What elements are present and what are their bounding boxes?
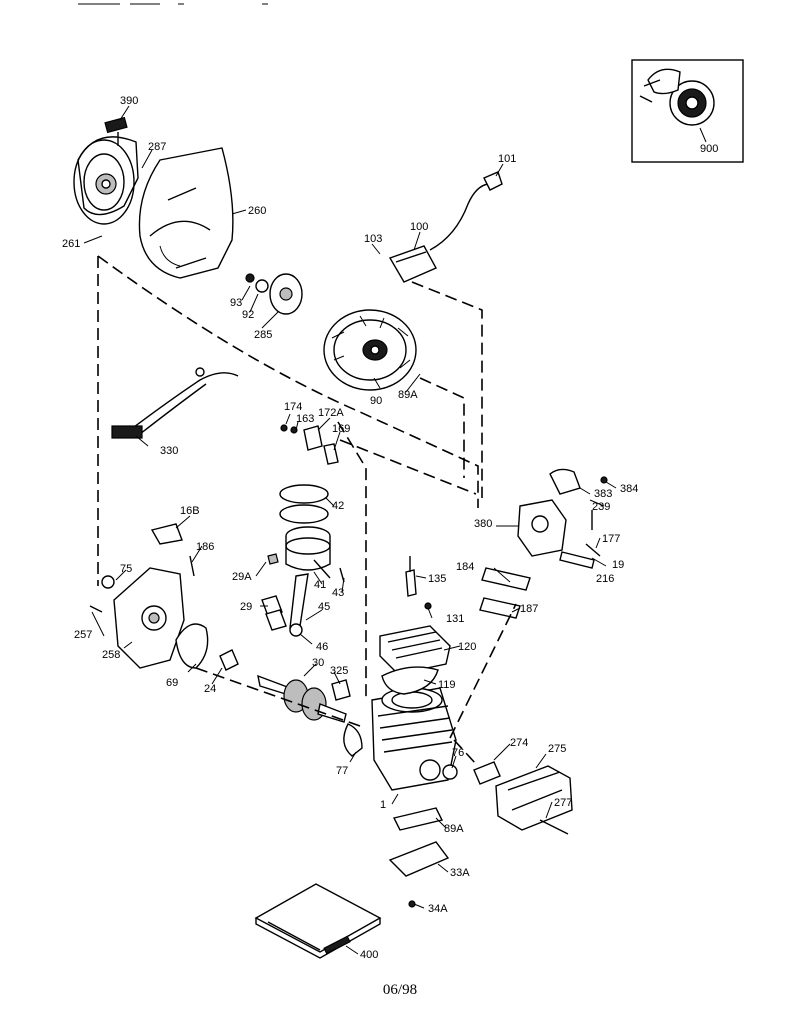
ignition-module bbox=[388, 171, 503, 283]
part-label: 184 bbox=[456, 561, 474, 573]
part-label: 400 bbox=[360, 949, 378, 961]
part-label: 287 bbox=[148, 141, 166, 153]
part-label: 187 bbox=[520, 603, 538, 615]
part-label: 163 bbox=[296, 413, 314, 425]
part-label: 172A bbox=[318, 407, 344, 419]
base-cover bbox=[388, 807, 450, 908]
part-label: 33A bbox=[450, 867, 470, 879]
part-label: 380 bbox=[474, 518, 492, 530]
part-label: 261 bbox=[62, 238, 80, 250]
carb-gaskets bbox=[280, 424, 339, 465]
part-label: 383 bbox=[594, 488, 612, 500]
part-label: 100 bbox=[410, 221, 428, 233]
part-label: 45 bbox=[318, 601, 330, 613]
part-label: 119 bbox=[438, 679, 456, 691]
part-label: 258 bbox=[102, 649, 120, 661]
part-label: 120 bbox=[458, 641, 476, 653]
part-label: 330 bbox=[160, 445, 178, 457]
part-label: 384 bbox=[620, 483, 638, 495]
part-label: 43 bbox=[332, 587, 344, 599]
part-label: 275 bbox=[548, 743, 566, 755]
part-label: 325 bbox=[330, 665, 348, 677]
muffler bbox=[473, 761, 573, 835]
part-label: 103 bbox=[364, 233, 382, 245]
starter-cup bbox=[245, 273, 303, 315]
part-label: 274 bbox=[510, 737, 528, 749]
part-label: 29A bbox=[232, 571, 252, 583]
carburetor bbox=[517, 468, 608, 569]
recoil-starter bbox=[73, 116, 139, 225]
part-label: 131 bbox=[446, 613, 464, 625]
part-label: 93 bbox=[230, 297, 242, 309]
engine-block bbox=[343, 687, 458, 791]
part-label: 174 bbox=[284, 401, 302, 413]
part-label: 90 bbox=[370, 395, 382, 407]
rewind-starter-assembly-icon bbox=[639, 68, 715, 126]
flywheel bbox=[323, 309, 417, 391]
piston-assembly bbox=[261, 484, 345, 637]
part-label: 41 bbox=[314, 579, 326, 591]
part-label: 30 bbox=[312, 657, 324, 669]
part-label: 1 bbox=[380, 799, 386, 811]
date-code: 06/98 bbox=[382, 982, 418, 998]
crankshaft bbox=[257, 674, 351, 723]
part-number-labels: 390 287 260 261 101 100 103 93 92 285 90… bbox=[62, 95, 718, 961]
part-label: 277 bbox=[554, 797, 572, 809]
part-label: 42 bbox=[332, 500, 344, 512]
part-label: 46 bbox=[316, 641, 328, 653]
part-label: 169 bbox=[332, 423, 350, 435]
part-label: 260 bbox=[248, 205, 266, 217]
wire-harness bbox=[111, 367, 239, 439]
part-label: 76 bbox=[452, 747, 464, 759]
leader-lines bbox=[83, 105, 617, 955]
part-label: 34A bbox=[428, 903, 448, 915]
part-label: 186 bbox=[196, 541, 214, 553]
part-label: 89A bbox=[398, 389, 418, 401]
inset-box bbox=[631, 59, 744, 163]
part-label: 24 bbox=[204, 683, 216, 695]
part-label: 16B bbox=[180, 505, 200, 517]
part-label: 75 bbox=[120, 563, 132, 575]
part-label: 77 bbox=[336, 765, 348, 777]
part-label: 216 bbox=[596, 573, 614, 585]
part-label: 135 bbox=[428, 573, 446, 585]
part-label: 285 bbox=[254, 329, 272, 341]
part-label: 257 bbox=[74, 629, 92, 641]
part-label: 19 bbox=[612, 559, 624, 571]
owners-manual-icon bbox=[254, 883, 382, 959]
part-label: 177 bbox=[602, 533, 620, 545]
inset-part-label: 900 bbox=[700, 143, 718, 155]
part-label: 239 bbox=[592, 501, 610, 513]
part-label: 29 bbox=[240, 601, 252, 613]
part-label: 89A bbox=[444, 823, 464, 835]
blower-housing bbox=[138, 147, 234, 279]
part-label: 69 bbox=[166, 677, 178, 689]
part-label: 92 bbox=[242, 309, 254, 321]
cylinder-head bbox=[379, 556, 451, 695]
part-label: 390 bbox=[120, 95, 138, 107]
assembly-lines bbox=[97, 255, 517, 765]
part-label: 101 bbox=[498, 153, 516, 165]
